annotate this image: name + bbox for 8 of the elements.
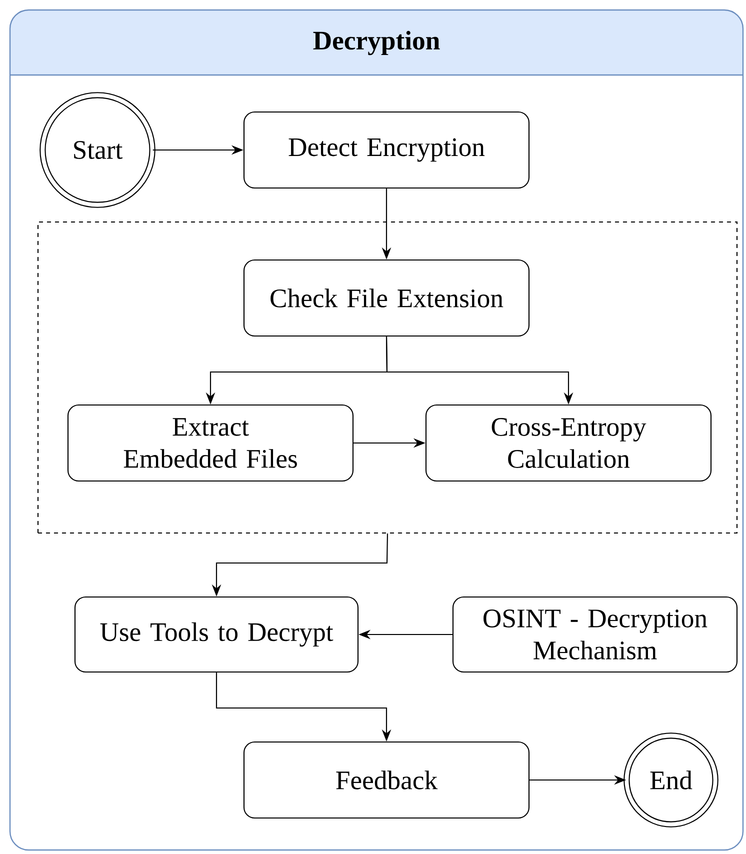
- process-box: Detect Encryption: [243, 111, 530, 189]
- process-box: Check File Extension: [243, 259, 530, 337]
- process-box: Cross-Entropy Calculation: [425, 404, 712, 482]
- process-box: Feedback: [243, 741, 530, 819]
- process-box: Extract Embedded Files: [67, 404, 354, 482]
- process-box: Use Tools to Decrypt: [74, 596, 359, 673]
- group-frame: [37, 221, 738, 534]
- process-box: OSINT - Decryption Mechanism: [452, 596, 738, 673]
